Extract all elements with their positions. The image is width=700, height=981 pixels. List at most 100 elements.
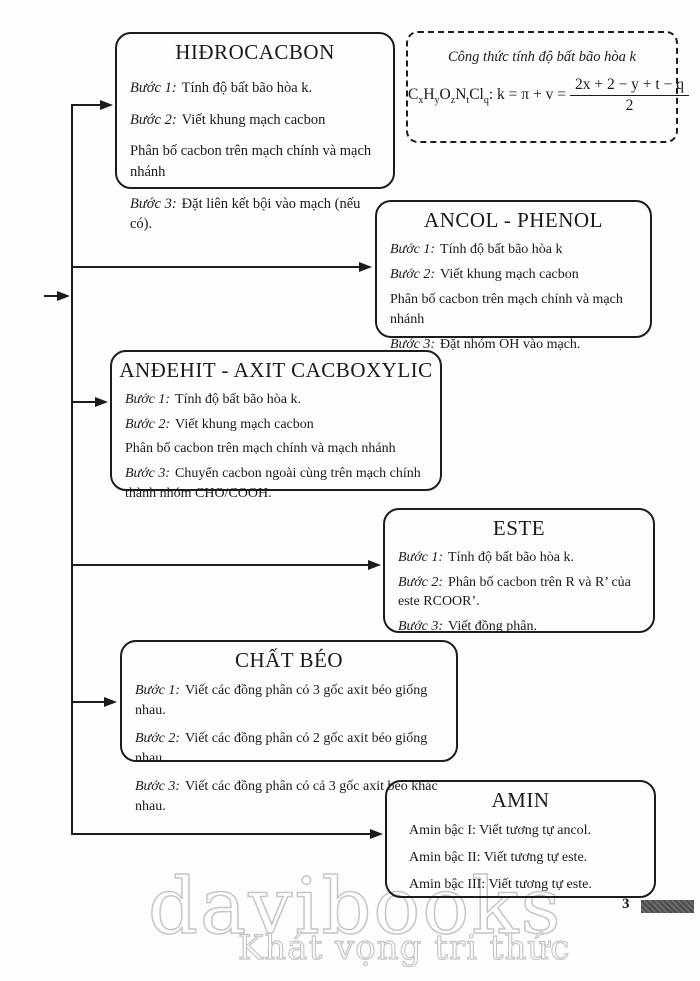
box-title: ESTE bbox=[492, 516, 546, 540]
step-text: Amin bậc I: Viết tương tự ancol. bbox=[409, 823, 592, 839]
step-label: Bước 1: bbox=[135, 683, 181, 699]
formula-mid: : k = π + v = bbox=[488, 86, 566, 104]
step-label: Bước 3: bbox=[130, 195, 177, 212]
step-text: Viết các đồng phân có cả 3 gốc axit béo … bbox=[135, 778, 438, 814]
box-chat-beo: CHẤT BÉO Bước 1:Viết các đồng phân có 3 … bbox=[120, 640, 458, 814]
step-label: Bước 3: bbox=[390, 336, 436, 352]
step-text: Phân bố cacbon trên mạch chính và mạch n… bbox=[130, 143, 372, 180]
footer-bar bbox=[641, 900, 694, 913]
step-text: Viết các đồng phân có 2 gốc axit béo giố… bbox=[135, 731, 428, 766]
step-line: Bước 1:Tính độ bất bão hòa k. bbox=[130, 78, 383, 99]
branch-line-ancol bbox=[71, 266, 361, 268]
step-line: Bước 2:Viết khung mạch cacbon bbox=[390, 265, 640, 285]
step-label: Bước 2: bbox=[398, 574, 444, 590]
box-steps: Bước 1:Tính độ bất bão hòa k Bước 2:Viết… bbox=[377, 233, 650, 358]
box-amin: AMIN Amin bậc I: Viết tương tự ancol. Am… bbox=[385, 780, 656, 898]
step-label: Bước 2: bbox=[130, 111, 177, 128]
arrowhead-icon bbox=[57, 291, 70, 301]
step-label: Bước 1: bbox=[130, 80, 177, 97]
step-line: Amin bậc II: Viết tương tự este. bbox=[409, 848, 644, 868]
formula-expression: CxHyOzNtClq: k = π + v =2x + 2 − y + t −… bbox=[408, 76, 689, 115]
step-text: Phân bố cacbon trên R và R’ của este RCO… bbox=[398, 574, 631, 610]
box-title: ANCOL - PHENOL bbox=[424, 208, 603, 232]
step-line: Phân bố cacbon trên mạch chính và mạch n… bbox=[130, 141, 383, 182]
box-title: AMIN bbox=[491, 788, 550, 812]
branch-line-amin bbox=[71, 833, 372, 835]
step-line: Bước 1:Tính độ bất bão hòa k bbox=[390, 240, 640, 260]
branch-line-chatbeo bbox=[71, 701, 106, 703]
step-line: Bước 2:Phân bố cacbon trên R và R’ của e… bbox=[398, 573, 643, 612]
step-text: Đặt liên kết bội vào mạch (nếu có). bbox=[130, 195, 361, 233]
step-line: Phân bố cacbon trên mạch chính và mạch n… bbox=[390, 290, 640, 330]
step-label: Bước 2: bbox=[390, 267, 436, 283]
step-line: Amin bậc III: Viết tương tự este. bbox=[409, 875, 644, 895]
formula-title: Công thức tính độ bất bão hòa k bbox=[448, 49, 636, 65]
step-line: Bước 3:Đặt nhóm OH vào mạch. bbox=[390, 335, 640, 355]
step-line: Bước 1:Tính độ bất bão hòa k. bbox=[398, 548, 643, 568]
step-text: Tính độ bất bão hòa k. bbox=[175, 392, 302, 408]
step-line: Bước 3:Viết các đồng phân có cả 3 gốc ax… bbox=[135, 777, 446, 817]
step-text: Chuyển cacbon ngoài cùng trên mạch chính… bbox=[125, 466, 421, 501]
step-line: Bước 3:Viết đồng phân. bbox=[398, 617, 643, 637]
step-text: Tính độ bất bão hòa k bbox=[440, 242, 563, 258]
step-text: Viết khung mạch cacbon bbox=[440, 267, 579, 283]
step-line: Bước 2:Viết các đồng phân có 2 gốc axit … bbox=[135, 729, 446, 769]
box-ancol-phenol: ANCOL - PHENOL Bước 1:Tính độ bất bão hò… bbox=[375, 200, 652, 352]
step-text: Amin bậc III: Viết tương tự este. bbox=[409, 877, 592, 892]
step-label: Bước 3: bbox=[125, 466, 171, 482]
step-text: Tính độ bất bão hòa k. bbox=[181, 80, 313, 97]
step-label: Bước 2: bbox=[125, 416, 171, 432]
step-text: Viết đồng phân. bbox=[448, 619, 538, 635]
step-line: Bước 1:Tính độ bất bão hòa k. bbox=[125, 390, 430, 410]
box-andehit-axit: ANĐEHIT - AXIT CACBOXYLIC Bước 1:Tính độ… bbox=[110, 350, 442, 501]
step-line: Phân bố cacbon trên mạch chính và mạch n… bbox=[125, 439, 430, 459]
fraction-numerator: 2x + 2 − y + t − q bbox=[569, 76, 689, 96]
box-steps: Bước 1:Tính độ bất bão hòa k. Bước 2:Phâ… bbox=[385, 541, 653, 640]
arrowhead-icon bbox=[368, 560, 381, 570]
page-number: 3 bbox=[622, 896, 630, 912]
box-hidrocacbon: HIĐROCACBON Bước 1:Tính độ bất bão hòa k… bbox=[115, 32, 395, 232]
box-steps: Bước 1:Tính độ bất bão hòa k. Bước 2:Viế… bbox=[117, 65, 393, 238]
arrowhead-icon bbox=[95, 397, 108, 407]
step-label: Bước 3: bbox=[398, 619, 444, 635]
watermark-tagline: Khát vọng tri thức bbox=[237, 927, 571, 968]
step-text: Đặt nhóm OH vào mạch. bbox=[440, 336, 581, 352]
step-text: Amin bậc II: Viết tương tự este. bbox=[409, 850, 588, 866]
step-line: Bước 2:Viết khung mạch cacbon bbox=[130, 110, 383, 131]
step-text: Viết khung mạch cacbon bbox=[181, 111, 326, 128]
branch-line-este bbox=[71, 564, 370, 566]
step-label: Bước 1: bbox=[125, 392, 171, 408]
branch-line-hidrocacbon bbox=[71, 104, 102, 106]
step-line: Bước 1:Viết các đồng phân có 3 gốc axit … bbox=[135, 681, 446, 721]
branch-line-andehit bbox=[71, 401, 97, 403]
box-steps: Bước 1:Viết các đồng phân có 3 gốc axit … bbox=[122, 673, 456, 820]
step-line: Bước 2:Viết khung mạch cacbon bbox=[125, 415, 430, 435]
arrowhead-icon bbox=[359, 262, 372, 272]
box-title: ANĐEHIT - AXIT CACBOXYLIC bbox=[119, 358, 433, 382]
arrowhead-icon bbox=[370, 829, 383, 839]
box-title: HIĐROCACBON bbox=[175, 40, 335, 64]
box-steps: Amin bậc I: Viết tương tự ancol. Amin bậ… bbox=[387, 813, 654, 899]
step-text: Viết khung mạch cacbon bbox=[175, 416, 314, 432]
arrowhead-icon bbox=[104, 697, 117, 707]
box-este: ESTE Bước 1:Tính độ bất bão hòa k. Bước … bbox=[383, 508, 655, 634]
step-label: Bước 1: bbox=[398, 550, 444, 566]
step-text: Viết các đồng phân có 3 gốc axit béo giố… bbox=[135, 683, 428, 719]
arrowhead-icon bbox=[100, 100, 113, 110]
box-steps: Bước 1:Tính độ bất bão hòa k. Bước 2:Viế… bbox=[112, 383, 440, 507]
step-text: Phân bố cacbon trên mạch chính và mạch n… bbox=[125, 441, 396, 457]
formula-box: Công thức tính độ bất bão hòa k CxHyOzNt… bbox=[406, 31, 689, 143]
fraction-denominator: 2 bbox=[625, 97, 634, 114]
step-label: Bước 2: bbox=[135, 731, 181, 746]
compound-symbol: CxHyOzNtClq bbox=[408, 86, 489, 107]
step-text: Tính độ bất bão hòa k. bbox=[448, 550, 575, 566]
step-line: Amin bậc I: Viết tương tự ancol. bbox=[409, 821, 644, 841]
step-label: Bước 3: bbox=[135, 778, 181, 794]
watermark-logo: davibooks bbox=[147, 861, 563, 953]
step-text: Phân bố cacbon trên mạch chính và mạch n… bbox=[390, 292, 623, 327]
step-label: Bước 1: bbox=[390, 242, 436, 258]
trunk-line bbox=[71, 104, 73, 835]
step-line: Bước 3:Chuyển cacbon ngoài cùng trên mạc… bbox=[125, 464, 430, 503]
step-line: Bước 3:Đặt liên kết bội vào mạch (nếu có… bbox=[130, 194, 383, 235]
